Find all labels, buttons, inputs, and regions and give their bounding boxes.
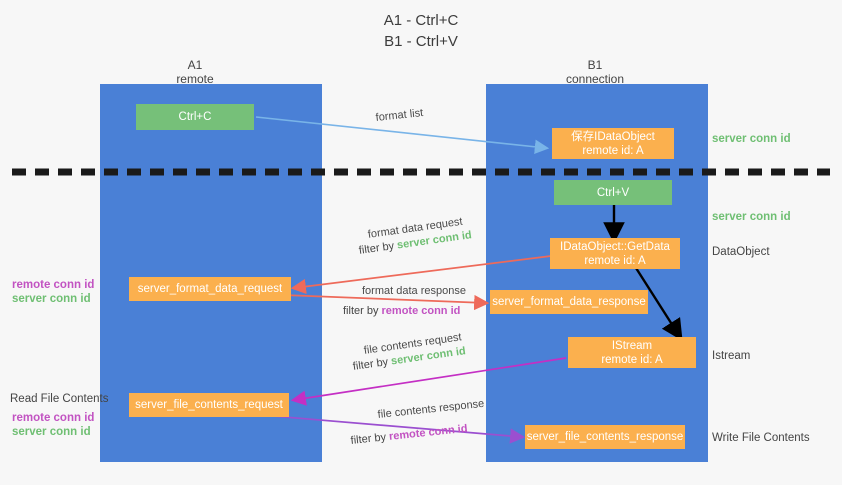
node-server-format-data-response-label: server_format_data_response xyxy=(492,296,646,308)
filter-prefix-1: filter by xyxy=(358,239,398,257)
label-istream: Istream xyxy=(712,350,751,362)
edge-label-format-data-response: format data response xyxy=(362,285,466,297)
node-server-file-contents-response[interactable]: server_file_contents_response xyxy=(525,425,685,449)
node-istream-line2: remote id: A xyxy=(601,353,663,366)
node-server-format-data-request-label: server_format_data_request xyxy=(137,283,283,295)
label-read-file-contents: Read File Contents xyxy=(10,393,109,405)
label-server-conn-id-1: server conn id xyxy=(12,293,91,305)
node-ctrl-v-label: Ctrl+V xyxy=(596,186,630,199)
label-dataobject: DataObject xyxy=(712,246,770,258)
node-save-idataobject-line2: remote id: A xyxy=(582,144,644,157)
node-ctrl-c-label: Ctrl+C xyxy=(178,111,212,123)
filter-prefix-3: filter by xyxy=(352,355,392,373)
lane-header-a1: A1 remote xyxy=(135,58,255,86)
node-istream-line1: IStream xyxy=(611,339,653,352)
lane-header-b1: B1 connection xyxy=(535,58,655,86)
node-getdata-line1: IDataObject::GetData xyxy=(560,240,670,253)
node-ctrl-v[interactable]: Ctrl+V xyxy=(554,180,672,205)
lane-a1-sub: remote xyxy=(176,72,214,86)
node-save-idataobject-line1: 保存IDataObject xyxy=(571,130,655,143)
node-server-file-contents-request-label: server_file_contents_request xyxy=(135,399,283,411)
label-server-conn-id-2: server conn id xyxy=(12,426,91,438)
node-idataobject-getdata[interactable]: IDataObject::GetData remote id: A xyxy=(550,238,680,269)
label-server-conn-id-mid: server conn id xyxy=(712,211,791,223)
filter-value-2: remote conn id xyxy=(381,305,461,317)
edge-label-format-list: format list xyxy=(375,107,424,124)
title-line-2: B1 - Ctrl+V xyxy=(384,33,458,50)
label-server-conn-id-top: server conn id xyxy=(712,133,791,145)
node-server-file-contents-response-label: server_file_contents_response xyxy=(526,431,684,443)
lane-a1-name: A1 xyxy=(187,58,203,72)
node-ctrl-c[interactable]: Ctrl+C xyxy=(136,104,254,130)
lane-b1-sub: connection xyxy=(565,72,625,86)
node-server-file-contents-request[interactable]: server_file_contents_request xyxy=(129,393,289,417)
filter-value-4: remote conn id xyxy=(388,422,469,443)
label-remote-conn-id-1: remote conn id xyxy=(12,279,95,291)
label-write-file-contents: Write File Contents xyxy=(712,432,810,444)
node-server-format-data-response[interactable]: server_format_data_response xyxy=(490,290,648,314)
edge-label-format-data-response-filter: filter by remote conn id xyxy=(343,304,460,319)
node-server-format-data-request[interactable]: server_format_data_request xyxy=(129,277,291,301)
filter-prefix-2: filter by xyxy=(343,305,382,317)
lane-b1-name: B1 xyxy=(587,58,603,72)
label-remote-conn-id-2: remote conn id xyxy=(12,412,95,424)
node-save-idataobject[interactable]: 保存IDataObject remote id: A xyxy=(552,128,674,159)
node-getdata-line2: remote id: A xyxy=(584,254,646,267)
edge-label-file-contents-response-filter: filter by remote conn id xyxy=(350,422,468,449)
filter-prefix-4: filter by xyxy=(350,430,390,447)
node-istream[interactable]: IStream remote id: A xyxy=(568,337,696,368)
diagram-title: A1 - Ctrl+C B1 - Ctrl+V xyxy=(0,10,842,52)
edge-label-file-contents-response: file contents response xyxy=(377,397,485,421)
title-line-1: A1 - Ctrl+C xyxy=(383,12,459,29)
